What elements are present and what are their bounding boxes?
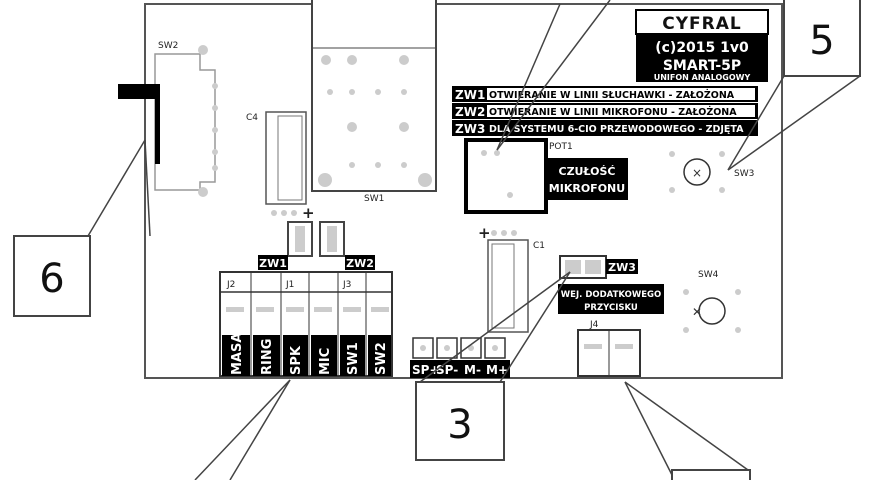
callout-box-partial [671,469,751,480]
zw3-info-text: DLA SYSTEMU 6-CIO PRZEWODOWEGO - ZDJĘTA [489,124,744,135]
brand-name: CYFRAL [662,14,741,34]
sw2-switch: SW2 [118,41,218,197]
extra-button-label: WEJ. DODATKOWEGO PRZYCISKU [558,284,664,314]
pot1-potentiometer: POT1 CZUŁOŚĆ MIKROFONU [464,138,628,214]
j1-label: J1 [285,280,294,290]
pot1-label: POT1 [549,142,573,152]
sensitivity-label-line2: MIKROFONU [549,182,625,195]
zw2-info-text: OTWIERANIE W LINII MIKROFONU - ZAŁOŻONA [489,107,737,118]
jumper-info-table: ZW1 OTWIERANIE W LINII SŁUCHAWKI - ZAŁOŻ… [452,86,758,136]
sensitivity-label-line1: CZUŁOŚĆ [559,165,616,178]
zw3-label: ZW3 [608,261,636,274]
model-subtitle: UNIFON ANALOGOWY [654,73,751,82]
callout-3-number: 3 [447,402,472,448]
terminal-block: J2 J1 J3 MASA RING SPK MIC SW1 SW2 [219,271,393,377]
zw2-label: ZW2 [346,257,374,270]
terminal-spk: SPK [289,345,304,375]
callout-3: 3 [415,381,505,461]
j3-label: J3 [342,280,351,290]
copyright-text: (c)2015 1v0 [655,40,749,56]
sw3-button: × SW3 [669,151,754,193]
extra-button-line2: PRZYCISKU [584,303,638,313]
zw1-jumper: ZW1 [258,221,313,270]
zw3-info-code: ZW3 [455,122,485,136]
terminal-sw2: SW2 [374,342,389,375]
c4-plus: + [302,204,315,222]
sw1-block: SW1 [311,0,437,204]
terminal-sw1: SW1 [346,342,361,375]
leader-lines [87,0,861,480]
sw4-label: SW4 [698,270,719,280]
j4-label: J4 [589,320,599,330]
pin-sp-minus: SP- [436,363,458,377]
c4-capacitor: C4 + [246,111,315,222]
callout-6: 6 [13,235,91,317]
j4-connector: J4 [577,320,641,377]
c4-label: C4 [246,113,258,123]
sw1-label: SW1 [364,194,384,204]
zw2-info-code: ZW2 [455,105,485,119]
j2-label: J2 [226,280,235,290]
zw3-jumper: ZW3 [559,255,638,279]
c1-plus: + [478,224,491,242]
extra-button-line1: WEJ. DODATKOWEGO [561,290,661,300]
pin-m-minus: M- [464,363,481,377]
callout-5-number: 5 [809,18,834,64]
sw4-button: SW4 ✕ [683,270,741,333]
c1-label: C1 [533,241,545,251]
zw1-info-code: ZW1 [455,88,485,102]
sw3-label: SW3 [734,169,754,179]
zw1-info-text: OTWIERANIE W LINII SŁUCHAWKI - ZAŁOŻONA [489,90,735,101]
terminal-mic: MIC [318,348,333,375]
model-name: SMART-5P [663,58,741,74]
svg-text:✕: ✕ [692,305,702,319]
speaker-pin-header: SP+ SP- M- M+ [410,337,510,378]
callout-5: 5 [783,0,861,77]
svg-text:×: × [692,166,702,180]
terminal-ring: RING [260,339,275,375]
terminal-masa: MASA [230,333,245,375]
pin-m-plus: M+ [486,363,508,377]
sw2-label: SW2 [158,41,178,51]
callout-6-number: 6 [39,256,64,302]
brand-logo: CYFRAL (c)2015 1v0 SMART-5P UNIFON ANALO… [635,9,769,82]
zw1-label: ZW1 [259,257,287,270]
zw2-jumper: ZW2 [319,221,375,270]
